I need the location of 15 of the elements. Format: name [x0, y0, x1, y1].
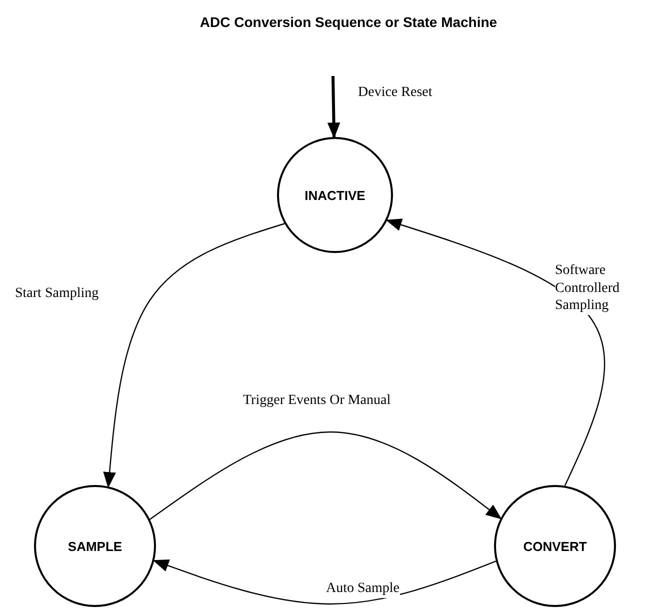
- edge-label: Trigger Events Or Manual: [243, 392, 391, 410]
- state-name: INACTIVE: [304, 188, 366, 202]
- edge-label: Start Sampling: [15, 285, 99, 302]
- arrow: [150, 431, 502, 520]
- state-name: CONVERT: [523, 538, 587, 554]
- state-name: SAMPLE: [68, 538, 122, 554]
- state-circle: [277, 137, 393, 253]
- arrow: [327, 76, 340, 139]
- arrow: [386, 218, 606, 486]
- state-circle: [494, 485, 616, 607]
- edge-label: Auto Sample: [326, 580, 400, 598]
- arrow: [152, 560, 496, 605]
- diagram-title: ADC Conversion Sequence or State Machine: [198, 14, 498, 30]
- state-circle: [34, 485, 156, 607]
- arrow: [103, 223, 285, 488]
